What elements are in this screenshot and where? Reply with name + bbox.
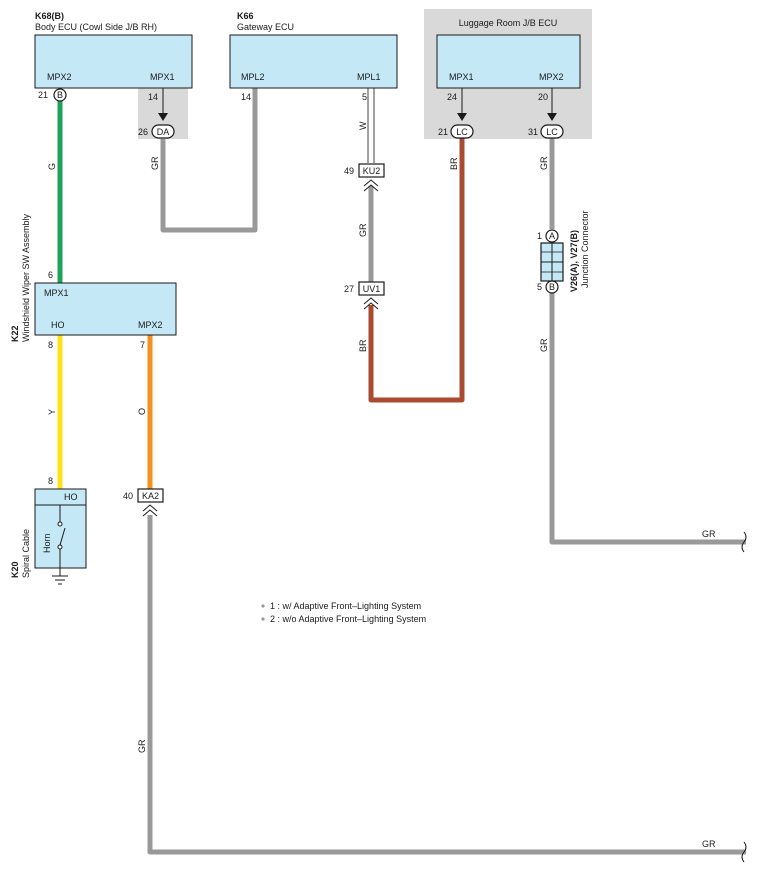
wiper-sw-code: K22 bbox=[10, 325, 20, 342]
chevron-up-icon bbox=[142, 504, 158, 517]
wire-gr-junction-right bbox=[549, 292, 746, 545]
gateway-ecu-name: Gateway ECU bbox=[237, 22, 294, 32]
arrow-down-icon bbox=[547, 113, 557, 121]
wire-break-mark bbox=[741, 531, 747, 553]
pin-14-gateway: 14 bbox=[241, 92, 251, 102]
connector-da-label: DA bbox=[157, 127, 170, 137]
wire-label-gr-da: GR bbox=[150, 156, 160, 170]
wire-label-br-uv1: BR bbox=[358, 339, 368, 352]
body-ecu-pin-mpx1: MPX1 bbox=[150, 72, 175, 82]
wiper-sw-name: Windshield Wiper SW Assembly bbox=[21, 213, 31, 342]
connector-lc-1-label: LC bbox=[456, 127, 468, 137]
connector-b-junction-label: B bbox=[549, 282, 555, 292]
pin-7-k22: 7 bbox=[140, 340, 145, 350]
wire-label-br-lc: BR bbox=[449, 157, 459, 170]
pin-31-lc: 31 bbox=[528, 127, 538, 137]
chevron-up-icon bbox=[363, 179, 379, 192]
gateway-ecu-pin-mpl1: MPL1 bbox=[357, 72, 381, 82]
connector-ka2-label: KA2 bbox=[142, 491, 159, 501]
wire-break-mark bbox=[741, 841, 747, 863]
spiral-cable-name: Spiral Cable bbox=[21, 529, 31, 578]
pin-26-da: 26 bbox=[138, 127, 148, 137]
pin-14-k68: 14 bbox=[148, 92, 158, 102]
chevron-up-icon bbox=[363, 297, 379, 310]
wire-label-gr-lc: GR bbox=[539, 156, 549, 170]
horn-label: Horn bbox=[42, 533, 52, 553]
note-2: 2 : w/o Adaptive Front–Lighting System bbox=[270, 614, 426, 624]
spiral-cable-code: K20 bbox=[10, 561, 20, 578]
connector-a-junction bbox=[545, 229, 559, 243]
junction-connector-code: V26(A), V27(B) bbox=[569, 230, 579, 292]
luggage-ecu-pin-mpx2: MPX2 bbox=[539, 72, 564, 82]
wire-gr-da-gateway bbox=[160, 88, 258, 233]
note-bullet bbox=[261, 617, 265, 621]
arrow-down-icon bbox=[158, 113, 168, 121]
junction-connector-name: Junction Connector bbox=[580, 210, 590, 288]
connector-ka2 bbox=[137, 488, 164, 503]
spiral-cable-pin-ho: HO bbox=[64, 492, 78, 502]
pin-5-gateway: 5 bbox=[362, 92, 367, 102]
connector-da bbox=[151, 124, 175, 139]
horn-switch-icon bbox=[57, 505, 66, 576]
luggage-ecu-pin-mpx1: MPX1 bbox=[449, 72, 474, 82]
body-ecu-box bbox=[34, 34, 193, 89]
body-ecu-code: K68(B) bbox=[35, 11, 64, 21]
connector-uv1-label: UV1 bbox=[363, 284, 381, 294]
ground-icon bbox=[52, 575, 68, 585]
connector-a-label: A bbox=[549, 231, 555, 241]
wire-w-mpl1 bbox=[367, 88, 375, 163]
pin-20-luggage: 20 bbox=[538, 92, 548, 102]
pin-8-k22: 8 bbox=[48, 340, 53, 350]
wire-label-gr-right-1: GR bbox=[702, 529, 716, 539]
pin-49-ku2: 49 bbox=[344, 166, 354, 176]
wire-gr-ka2-right bbox=[147, 515, 746, 855]
pin-27-uv1: 27 bbox=[344, 284, 354, 294]
gateway-ecu-box bbox=[229, 34, 398, 89]
pin-21-lc: 21 bbox=[438, 127, 448, 137]
connector-b-k68 bbox=[53, 88, 67, 102]
pin-24-luggage: 24 bbox=[447, 92, 457, 102]
gateway-ecu-pin-mpl2: MPL2 bbox=[241, 72, 265, 82]
pin-1-junction: 1 bbox=[537, 231, 542, 241]
wiper-sw-box bbox=[34, 282, 177, 336]
pin-6-k22: 6 bbox=[48, 270, 53, 280]
luggage-ecu-box bbox=[436, 34, 581, 89]
connector-lc-1 bbox=[450, 124, 474, 139]
gateway-ecu-code: K66 bbox=[237, 11, 254, 21]
wiper-sw-pin-mpx1: MPX1 bbox=[44, 288, 69, 298]
connector-ku2 bbox=[358, 163, 385, 178]
wiper-sw-pin-mpx2: MPX2 bbox=[138, 320, 163, 330]
junction-connector-block bbox=[540, 242, 564, 282]
note-1: 1 : w/ Adaptive Front–Lighting System bbox=[270, 601, 421, 611]
wire-label-gr-ku2: GR bbox=[358, 223, 368, 237]
wire-label-g: G bbox=[47, 163, 57, 170]
pin-8-k20: 8 bbox=[48, 476, 53, 486]
pin-5-junction: 5 bbox=[537, 282, 542, 292]
connector-uv1 bbox=[358, 281, 385, 296]
wire-br-uv1-lc bbox=[368, 138, 465, 403]
body-ecu-name: Body ECU (Cowl Side J/B RH) bbox=[35, 22, 157, 32]
connector-lc-2-label: LC bbox=[546, 127, 558, 137]
connector-lc-2 bbox=[540, 124, 564, 139]
luggage-ecu-name: Luggage Room J/B ECU bbox=[459, 18, 558, 28]
pin-21-k68: 21 bbox=[38, 90, 48, 100]
wire-label-o: O bbox=[137, 408, 147, 415]
pin-40-ka2: 40 bbox=[123, 491, 133, 501]
connector-b-label: B bbox=[57, 90, 63, 100]
arrow-down-icon bbox=[457, 113, 467, 121]
wire-label-w: W bbox=[358, 121, 368, 130]
body-ecu-pin-mpx2: MPX2 bbox=[47, 72, 72, 82]
wire-label-gr-ka2: GR bbox=[137, 739, 147, 753]
connector-b-junction bbox=[545, 280, 559, 294]
wire-label-y: Y bbox=[47, 409, 57, 415]
wire-label-gr-right-2: GR bbox=[702, 839, 716, 849]
note-bullet bbox=[261, 604, 265, 608]
connector-ku2-label: KU2 bbox=[363, 166, 381, 176]
wiper-sw-pin-ho: HO bbox=[51, 320, 65, 330]
wire-label-gr-junction: GR bbox=[539, 338, 549, 352]
